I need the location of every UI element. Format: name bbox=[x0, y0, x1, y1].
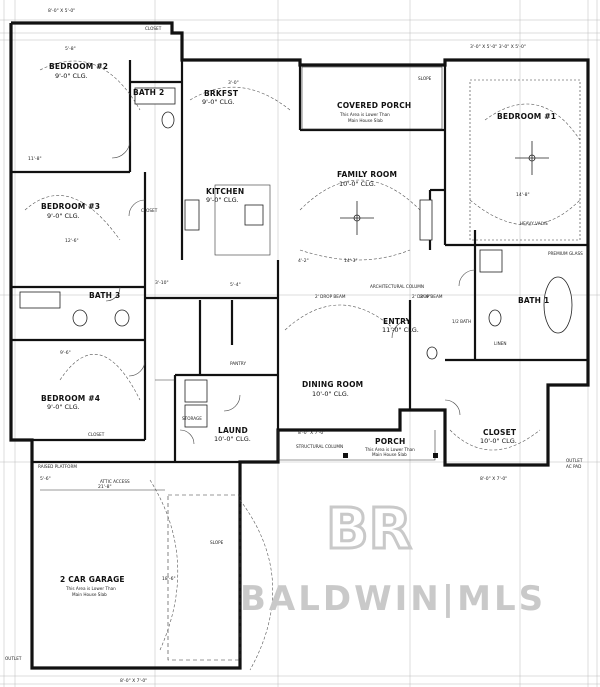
dim-label: 8'-0" X 5'-0" bbox=[48, 8, 75, 14]
room-garage-note1: This Area is Lower Than bbox=[65, 586, 116, 591]
dim-label: 18'-6" bbox=[162, 576, 176, 582]
column-marker bbox=[433, 453, 438, 458]
outlet-label: OUTLET bbox=[5, 656, 22, 661]
room-bedroom1-name: BEDROOM #1 bbox=[497, 112, 556, 121]
door-swings bbox=[105, 139, 476, 445]
room-kitchen-name: KITCHEN bbox=[206, 187, 244, 196]
room-kitchen-clg: 9'-0" CLG. bbox=[206, 196, 239, 204]
room-garage-name: 2 CAR GARAGE bbox=[60, 575, 125, 584]
room-entry-name: ENTRY bbox=[383, 317, 412, 326]
heavy-valve-label: HEAVY VALVE bbox=[520, 221, 548, 226]
ac-pad-label: AC PAD bbox=[566, 464, 581, 469]
dim-label: 4'-2" bbox=[298, 258, 309, 264]
room-bath3-name: BATH 3 bbox=[89, 291, 120, 300]
outlet-label: OUTLET bbox=[566, 458, 583, 463]
raised-platform-label: RAISED PLATFORM bbox=[38, 464, 77, 469]
room-dining-room-name: DINING ROOM bbox=[302, 380, 363, 389]
closet-label: CLOSET bbox=[88, 432, 105, 437]
dim-label: 11'-8" bbox=[28, 156, 42, 162]
room-bath2-name: BATH 2 bbox=[133, 88, 164, 97]
room-bedroom4-name: BEDROOM #4 bbox=[41, 394, 100, 403]
room-family-room-clg: 10'-0" CLG. bbox=[339, 180, 376, 188]
dim-label: 5'-8" bbox=[65, 46, 76, 52]
room-bedroom4-clg: 9'-0" CLG. bbox=[47, 403, 80, 411]
storage-label: STORAGE bbox=[182, 416, 202, 421]
room-covered-porch-name: COVERED PORCH bbox=[337, 101, 411, 110]
room-bedroom2-clg: 9'-0" CLG. bbox=[55, 72, 88, 80]
dim-label: 8'-0" X 7'-0" bbox=[120, 678, 147, 684]
room-laund-name: LAUND bbox=[218, 426, 248, 435]
pantry-label: PANTRY bbox=[230, 361, 246, 366]
dim-label: 21'-8" bbox=[98, 484, 112, 490]
porch-note1: This Area is Lower Than bbox=[364, 447, 415, 452]
room-porch-name: PORCH bbox=[375, 437, 405, 446]
shower-glass-label: PREMIUM GLASS bbox=[548, 251, 583, 256]
room-laund-clg: 10'-0" CLG. bbox=[214, 435, 251, 443]
dim-label: 14'-3" bbox=[344, 258, 358, 264]
drop-beam-label: 2' DROP BEAM bbox=[412, 294, 443, 299]
dim-label: 2'-6" bbox=[420, 294, 431, 300]
dim-label: 12'-6" bbox=[65, 238, 79, 244]
room-dining-room-clg: 10'-0" CLG. bbox=[312, 390, 349, 398]
fixtures bbox=[19, 87, 573, 428]
dim-label: 5'-6" bbox=[40, 476, 51, 482]
dim-label: 3'-10" bbox=[155, 280, 169, 286]
room-garage-note2: Main House Slab bbox=[72, 592, 107, 597]
wiring-lines bbox=[24, 60, 581, 671]
attic-access-label: ATTIC ACCESS bbox=[100, 479, 130, 484]
room-bedroom3-clg: 9'-0" CLG. bbox=[47, 212, 80, 220]
detail-lines bbox=[40, 66, 581, 661]
dim-label: 3'-0" bbox=[228, 80, 239, 86]
linen-label: LINEN bbox=[494, 341, 506, 346]
room-bedroom3-name: BEDROOM #3 bbox=[41, 202, 100, 211]
porch-note2: Main House Slab bbox=[348, 118, 383, 123]
drop-beam-label: 2' DROP BEAM bbox=[315, 294, 346, 299]
room-bath1-name: BATH 1 bbox=[518, 296, 549, 305]
dim-label: 14'-8" bbox=[516, 192, 530, 198]
dim-label: 5'-4" bbox=[230, 282, 241, 288]
dim-label: 3'-0" X 5'-0" 3'-0" X 5'-0" bbox=[470, 44, 526, 50]
dim-label: 9'-6" bbox=[60, 350, 71, 356]
room-half-bath-name: 1/2 BATH bbox=[452, 319, 471, 324]
slope-label: SLOPE bbox=[210, 540, 224, 545]
struct-column-label: STRUCTURAL COLUMN bbox=[296, 444, 343, 449]
room-brkfst-name: BRKFST bbox=[204, 89, 239, 98]
room-closet1-name: CLOSET bbox=[483, 428, 517, 437]
arch-column-label: ARCHITECTURAL COLUMN bbox=[370, 284, 424, 289]
dim-label: 8'-0" X 7'-0" bbox=[480, 476, 507, 482]
closet-label: CLOSET bbox=[141, 208, 158, 213]
room-bedroom2-name: BEDROOM #2 bbox=[49, 62, 108, 71]
ceiling-fan-icon bbox=[340, 141, 549, 235]
column-marker bbox=[343, 453, 348, 458]
dim-label: 8'-0" X 7'-0" bbox=[298, 430, 325, 436]
room-entry-clg: 11'-0" CLG. bbox=[382, 326, 419, 334]
closet-label: CLOSET bbox=[145, 26, 162, 31]
porch-note2: Main House Slab bbox=[372, 452, 407, 457]
porch-note1: This Area is Lower Than bbox=[339, 112, 390, 117]
room-family-room-name: FAMILY ROOM bbox=[337, 170, 397, 179]
slope-label: SLOPE bbox=[418, 76, 432, 81]
watermark: BR BALDWIN|MLS bbox=[240, 496, 546, 620]
room-brkfst-clg: 9'-0" CLG. bbox=[202, 98, 235, 106]
room-closet1-clg: 10'-0" CLG. bbox=[480, 437, 517, 445]
watermark-logo: BR bbox=[326, 497, 412, 562]
watermark-text: BALDWIN|MLS bbox=[240, 579, 546, 619]
